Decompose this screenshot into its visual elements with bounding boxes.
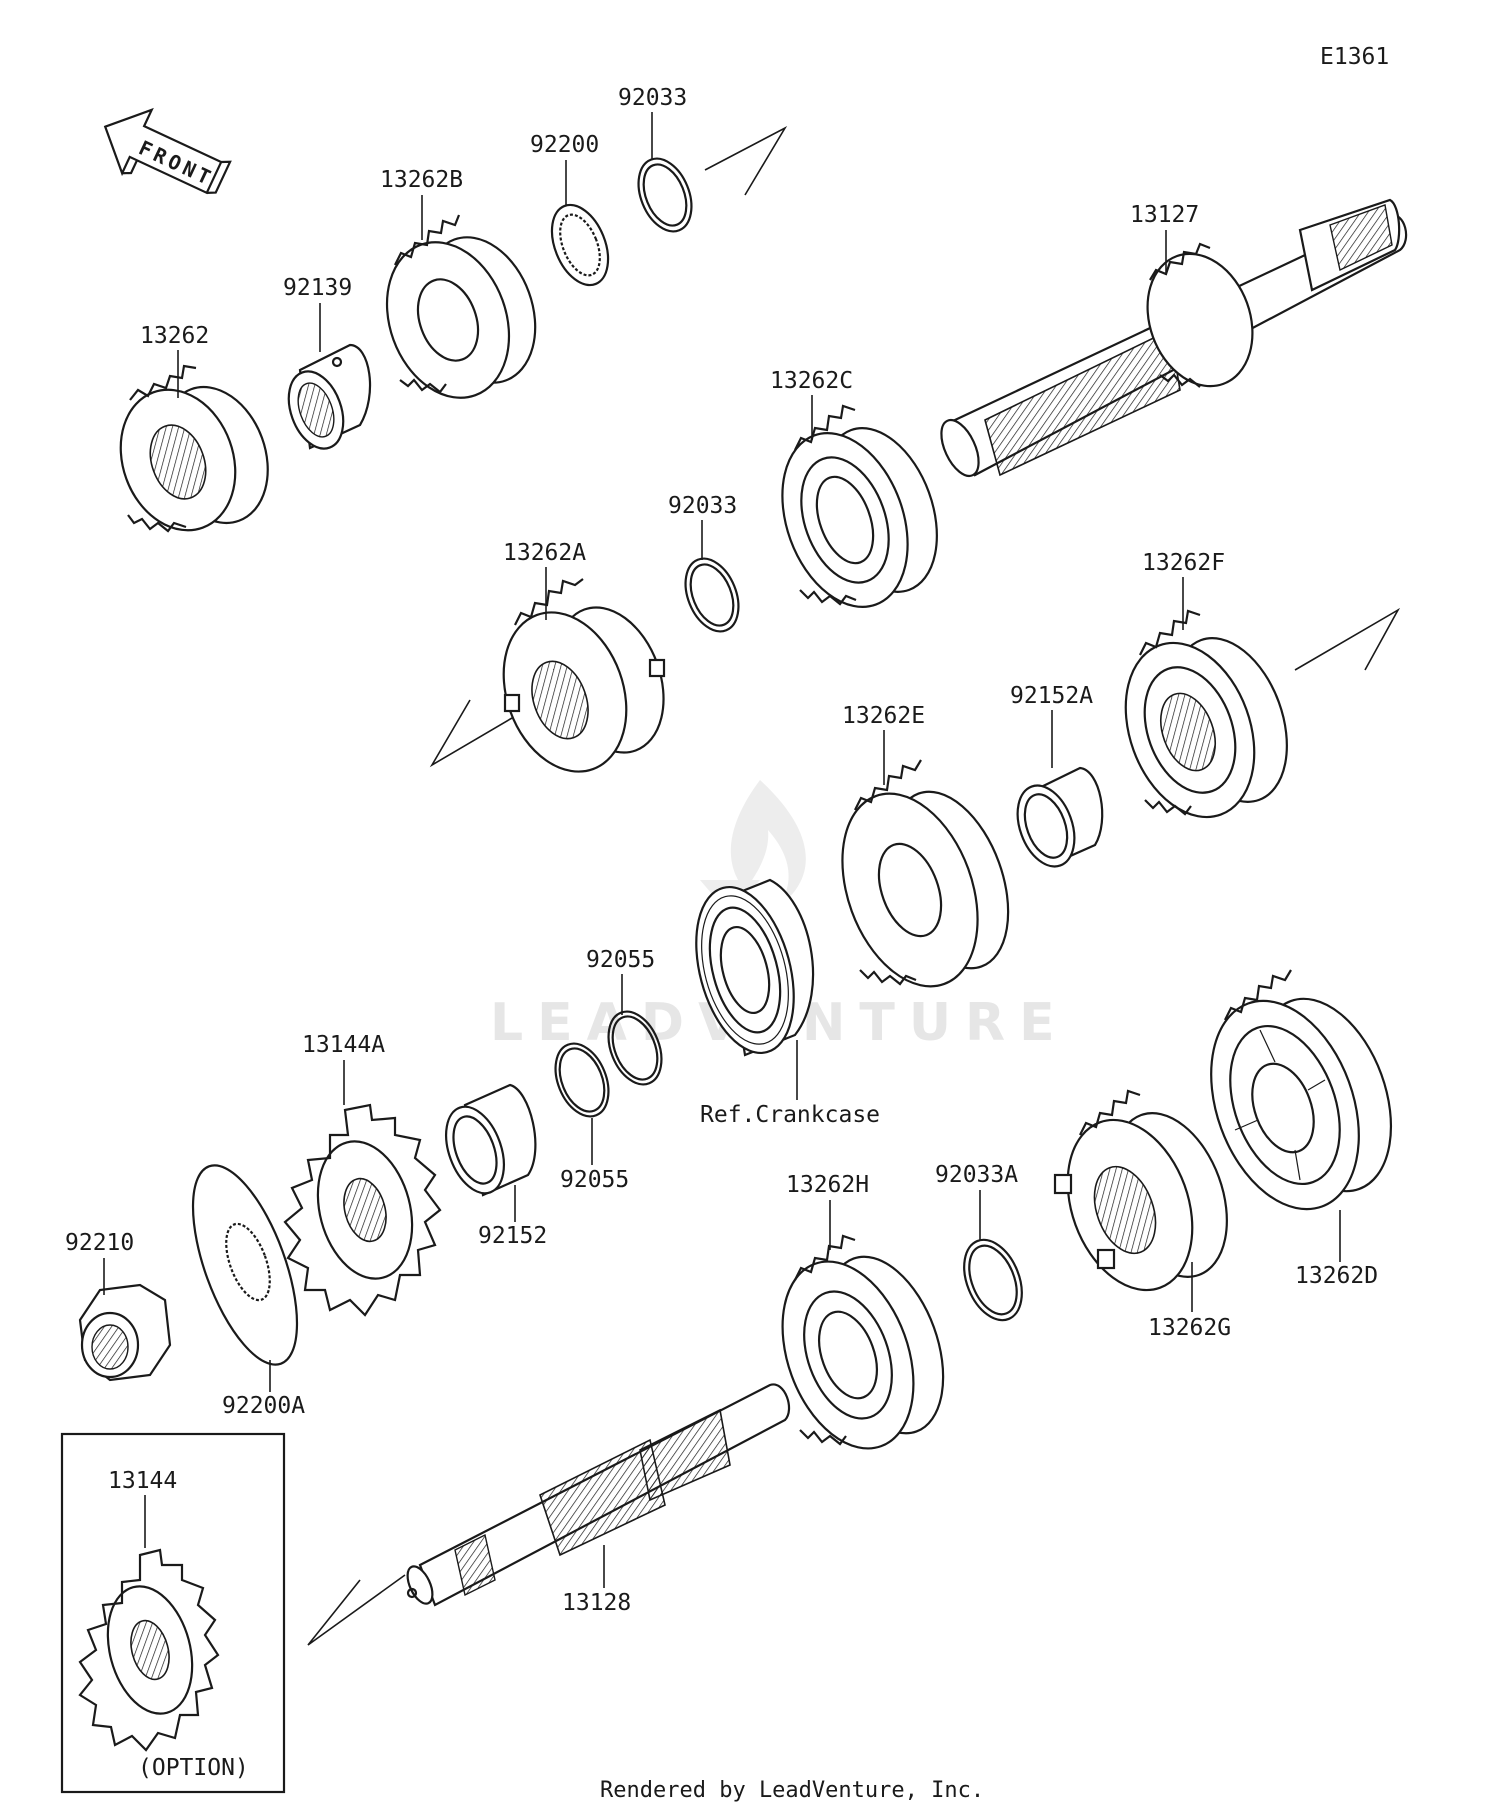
option-box (60, 1432, 286, 1794)
ball-bearing-crankcase (695, 878, 815, 1057)
label-13127: 13127 (1130, 202, 1199, 228)
label-92152A: 92152A (1010, 683, 1093, 709)
shaft-13128 (406, 1383, 791, 1607)
label-92055-top: 92055 (586, 947, 655, 973)
gear-13262A (502, 578, 666, 773)
label-13262B: 13262B (380, 167, 463, 193)
footer-credit: Rendered by LeadVenture, Inc. (600, 1778, 984, 1803)
label-92033A: 92033A (935, 1162, 1018, 1188)
nut-92210 (78, 1283, 172, 1382)
front-arrow-icon: FRONT (103, 107, 232, 195)
gear-13262H (781, 1234, 945, 1450)
label-ref-crankcase: Ref.Crankcase (700, 1102, 880, 1128)
circlip-92033A (963, 1238, 1023, 1322)
label-92033-mid: 92033 (668, 493, 737, 519)
collar-92152A (1016, 766, 1104, 868)
label-13262F: 13262F (1142, 550, 1225, 576)
label-92139: 92139 (283, 275, 352, 301)
circlip-92033-top (637, 157, 693, 233)
oring-92055-top (607, 1010, 663, 1086)
sprocket-13144A (283, 1103, 442, 1317)
label-92055-bottom: 92055 (560, 1167, 629, 1193)
label-13144: 13144 (108, 1468, 177, 1494)
flame-logo-icon (730, 780, 806, 905)
gear-13262C (781, 404, 938, 608)
label-92200: 92200 (530, 132, 599, 158)
label-92200A: 92200A (222, 1393, 305, 1419)
gear-13262E (841, 759, 1010, 988)
oring-92055-bottom (554, 1042, 610, 1118)
sprocket-13144 (78, 1548, 220, 1752)
gear-13262B (385, 214, 537, 399)
washer-92200 (550, 203, 610, 287)
gear-13262G (1053, 1089, 1228, 1292)
label-13144A: 13144A (302, 1032, 385, 1058)
circlip-92033-mid (684, 557, 740, 633)
gear-13262 (119, 364, 269, 533)
gear-13262D (1210, 969, 1393, 1211)
label-92033-top: 92033 (618, 85, 687, 111)
label-92210: 92210 (65, 1230, 134, 1256)
shaft-13127 (940, 198, 1408, 478)
washer-92200A (191, 1164, 299, 1366)
diagram-code: E1361 (1320, 44, 1389, 70)
label-13262E: 13262E (842, 703, 925, 729)
label-13128: 13128 (562, 1590, 631, 1616)
bearing-92139 (287, 343, 372, 450)
option-label: (OPTION) (138, 1755, 249, 1781)
label-13262A: 13262A (503, 540, 586, 566)
label-13262C: 13262C (770, 368, 853, 394)
collar-92152 (445, 1083, 537, 1197)
label-92152: 92152 (478, 1223, 547, 1249)
label-13262D: 13262D (1295, 1263, 1378, 1289)
label-13262H: 13262H (786, 1172, 869, 1198)
label-13262: 13262 (140, 323, 209, 349)
label-13262G: 13262G (1148, 1315, 1231, 1341)
gear-13262F (1124, 609, 1288, 819)
